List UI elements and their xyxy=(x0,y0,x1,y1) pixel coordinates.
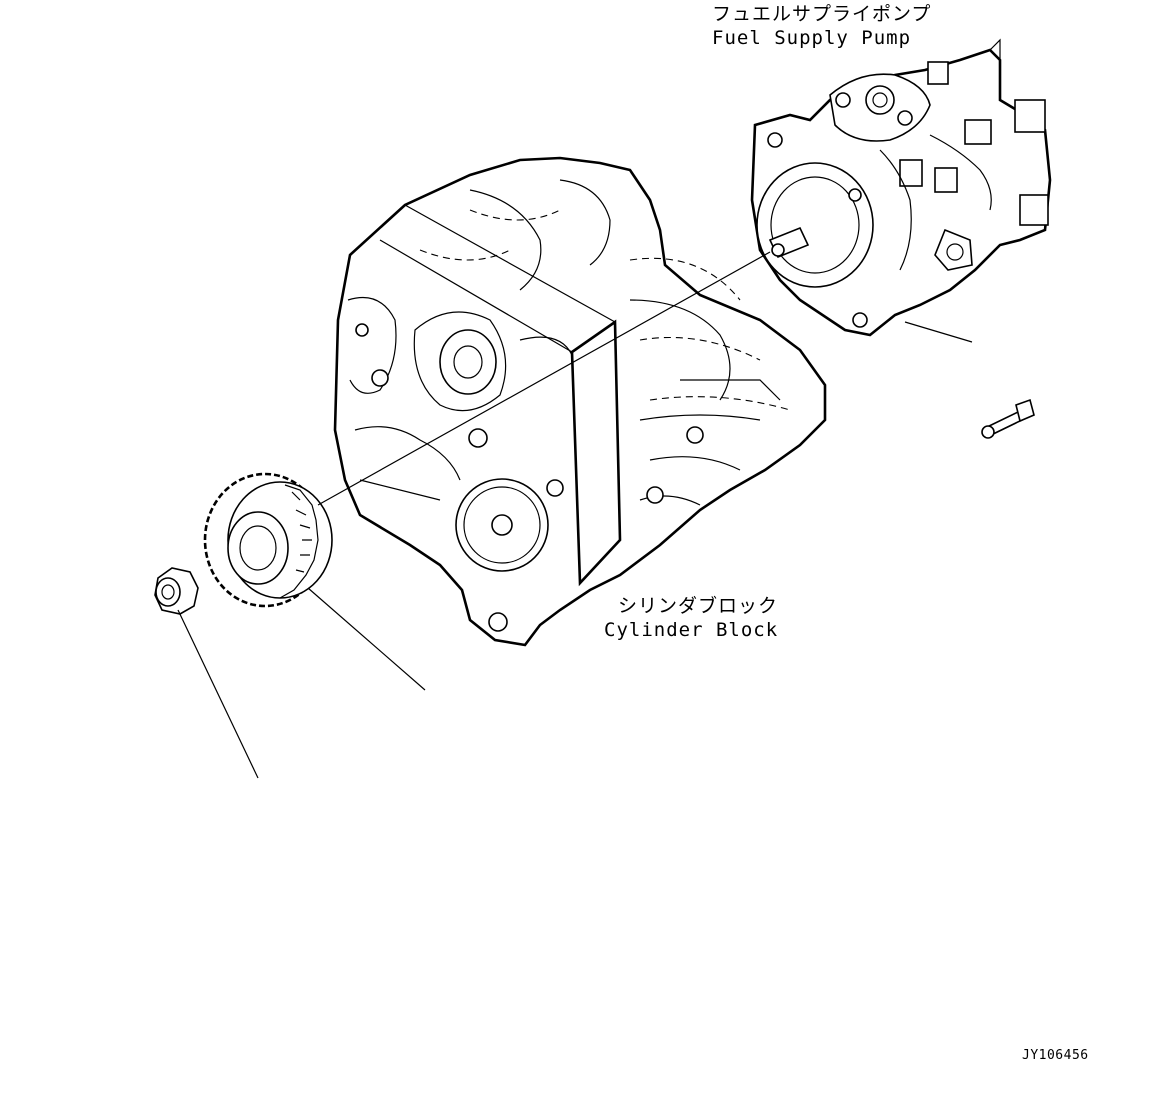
fuel-supply-pump-label-en: Fuel Supply Pump xyxy=(712,27,912,49)
fuel-supply-pump-label: フュエルサプライポンプ Fuel Supply Pump xyxy=(712,2,931,50)
pump-mounting-bolt xyxy=(981,398,1035,439)
cylinder-block xyxy=(333,156,827,647)
fuel-supply-pump xyxy=(750,38,1052,337)
assembly-lines xyxy=(177,251,973,779)
gear-nut xyxy=(154,567,199,615)
pump-drive-gear xyxy=(203,472,333,608)
cylinder-block-label-jp: シリンダブロック xyxy=(618,595,779,617)
cylinder-block-label-en: Cylinder Block xyxy=(604,619,779,641)
drawing-code: JY106456 xyxy=(1022,1048,1089,1063)
block-idler-gear xyxy=(455,478,549,572)
cylinder-block-label: シリンダブロック Cylinder Block xyxy=(604,594,778,642)
fuel-supply-pump-label-jp: フュエルサプライポンプ xyxy=(712,3,932,25)
